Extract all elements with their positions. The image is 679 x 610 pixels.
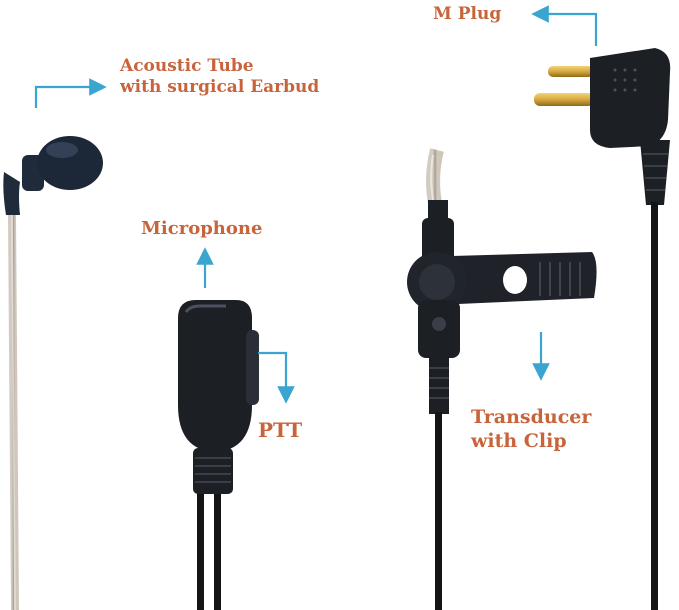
label-transducer-line1: Transducer (471, 406, 592, 428)
plug-strain-relief (640, 140, 670, 205)
mic-body (178, 300, 252, 452)
mic-cable-right (214, 488, 221, 610)
arrow-ptt (258, 351, 295, 404)
m-plug-connector (534, 48, 671, 610)
transducer-cable (435, 412, 442, 610)
acoustic-tube-earbud (3, 136, 103, 610)
transducer-clip-unit (407, 148, 597, 610)
plug-body (590, 48, 671, 148)
earbud-elbow (3, 172, 20, 215)
label-transducer-line2: with Clip (471, 429, 567, 452)
arrow-m-plug (531, 5, 598, 46)
label-transducer: Transducer with Clip (471, 406, 591, 454)
pointer-arrows (34, 5, 598, 404)
label-ptt: PTT (258, 418, 303, 442)
microphone-ptt-unit (178, 300, 259, 610)
plug-cable (651, 202, 658, 610)
arrow-acoustic-tube (34, 78, 107, 108)
plug-pin-lower (534, 93, 594, 106)
plug-pin-upper (548, 66, 594, 77)
label-acoustic-tube-line1: Acoustic Tube (120, 56, 254, 76)
label-acoustic-tube: Acoustic Tube with surgical Earbud (120, 56, 319, 99)
label-m-plug: M Plug (433, 4, 502, 24)
label-microphone: Microphone (141, 218, 263, 239)
label-acoustic-tube-line2: with surgical Earbud (120, 77, 320, 98)
mic-cable-left (197, 488, 204, 610)
ptt-button (246, 330, 259, 405)
